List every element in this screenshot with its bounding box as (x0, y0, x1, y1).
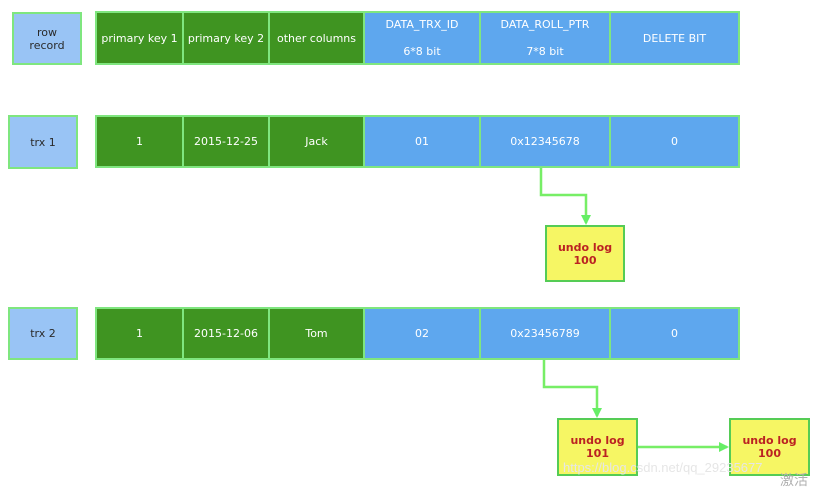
watermark-url: https://blog.csdn.net/qq_29235677 (563, 460, 763, 475)
header-data-roll-ptr: DATA_ROLL_PTR 7*8 bit (481, 13, 611, 63)
trx1-data-trx-id: 01 (365, 117, 481, 166)
trx1-primary-key-2: 2015-12-25 (184, 117, 270, 166)
trx2-label: trx 2 (8, 307, 78, 360)
arrow-trx2-to-undo-101 (542, 360, 602, 418)
trx1-label: trx 1 (8, 115, 78, 169)
trx2-delete-bit: 0 (611, 309, 738, 358)
trx2-row: 1 2015-12-06 Tom 02 0x23456789 0 (95, 307, 740, 360)
header-other-columns: other columns (270, 13, 365, 63)
trx1-primary-key-1: 1 (97, 117, 184, 166)
undo-log-100-chain: undo log 100 (729, 418, 810, 476)
row-record-label: row record (12, 12, 82, 65)
trx1-other-columns: Jack (270, 117, 365, 166)
undo-log-100-trx1: undo log 100 (545, 225, 625, 282)
row-record-label-text: row record (29, 25, 65, 52)
header-delete-bit: DELETE BIT (611, 13, 738, 63)
header-primary-key-2: primary key 2 (184, 13, 270, 63)
trx2-primary-key-1: 1 (97, 309, 184, 358)
header-data-trx-id-size: 6*8 bit (403, 45, 441, 58)
trx1-data-roll-ptr: 0x12345678 (481, 117, 611, 166)
trx2-other-columns: Tom (270, 309, 365, 358)
header-row: primary key 1 primary key 2 other column… (95, 11, 740, 65)
trx1-delete-bit: 0 (611, 117, 738, 166)
arrow-trx1-to-undo-100 (539, 168, 591, 225)
header-primary-key-1: primary key 1 (97, 13, 184, 63)
undo-log-101: undo log 101 (557, 418, 638, 476)
trx2-data-trx-id: 02 (365, 309, 481, 358)
header-data-trx-id: DATA_TRX_ID 6*8 bit (365, 13, 481, 63)
activation-corner-text: 激活 (780, 473, 808, 489)
trx1-row: 1 2015-12-25 Jack 01 0x12345678 0 (95, 115, 740, 168)
header-data-roll-ptr-size: 7*8 bit (526, 45, 564, 58)
trx2-data-roll-ptr: 0x23456789 (481, 309, 611, 358)
trx2-primary-key-2: 2015-12-06 (184, 309, 270, 358)
